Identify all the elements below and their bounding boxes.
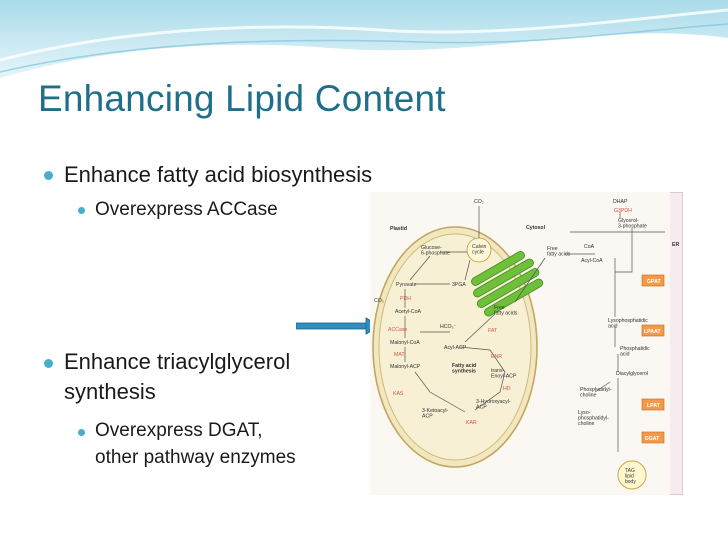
header-wave-decoration <box>0 0 728 90</box>
label-kas: KAS <box>393 391 404 397</box>
label-co2-top: CO₂ <box>474 199 484 205</box>
plastid-inner-membrane <box>378 233 532 461</box>
bullet-dot <box>44 171 53 180</box>
label-acylcoa: Acyl-CoA <box>581 258 603 264</box>
bullet-dot <box>44 359 53 368</box>
sub-bullet-dot <box>78 207 85 214</box>
label-pyruvate: Pyruvate <box>396 282 417 288</box>
label-glycerol3p: Glycerol-3-phosphate <box>618 218 647 230</box>
label-coa: CoA <box>584 244 595 250</box>
sub-bullet-dgat-line2: other pathway enzymes <box>95 447 296 468</box>
label-cytosol: Cytosol <box>526 225 546 231</box>
bullet-tag-line2: synthesis <box>64 379 156 404</box>
label-mat: MAT <box>394 352 405 358</box>
enzyme-gpat: GPAT <box>647 279 661 285</box>
label-hco3: HCO₃⁻ <box>440 324 457 330</box>
label-dhap: DHAP <box>613 199 628 205</box>
label-3pga: 3PGA <box>452 282 466 288</box>
label-pc: Phosphatidyl-choline <box>580 387 612 399</box>
label-g3pdh: G3PDH <box>614 208 632 214</box>
thylakoid-stack <box>471 251 544 317</box>
label-acetylcoa: Acetyl-CoA <box>395 309 421 315</box>
label-plastid: Plastid <box>390 226 407 232</box>
enzyme-lpat: LPAT <box>647 403 661 409</box>
label-malonylacp: Malonyl-ACP <box>390 364 421 370</box>
enzyme-lpaat: LPAAT <box>644 329 661 335</box>
label-dag: Diacylglycerol <box>616 371 648 377</box>
label-malonylcoa: Malonyl-CoA <box>390 340 420 346</box>
label-lpc: Lyso-phosphatidyl-choline <box>578 410 609 427</box>
sub-bullet-dgat-line1: Overexpress DGAT, <box>95 420 263 441</box>
label-fat: FAT <box>488 328 498 334</box>
bullet-fatty-acid: Enhance fatty acid biosynthesis <box>64 162 373 187</box>
bullet-tag-line1: Enhance triacylglycerol <box>64 349 291 374</box>
label-hd: HD <box>503 386 511 392</box>
label-acetylcoa-enz-pdh: PDH <box>400 296 411 302</box>
label-glucose6p: Glucose-6-phosphate <box>421 245 450 257</box>
tag-lipid-body <box>617 460 647 490</box>
label-enr: ENR <box>491 354 502 360</box>
enzyme-dgat: DGAT <box>645 436 660 442</box>
label-hydroxyacyl: 3-Hydroxyacyl-ACP <box>476 399 511 411</box>
sub-bullet-accase: Overexpress ACCase <box>95 199 278 220</box>
label-accase: ACCase <box>388 327 407 333</box>
sub-bullet-dot <box>78 429 85 436</box>
label-ketoacyl: 3-Ketoacyl-ACP <box>422 408 449 420</box>
label-kar: KAR <box>466 420 477 426</box>
label-co2-left: CO₂ <box>374 298 384 304</box>
label-er: ER <box>672 242 679 248</box>
slide-title: Enhancing Lipid Content <box>38 78 446 119</box>
label-acylacp: Acyl-ACP <box>444 345 467 351</box>
